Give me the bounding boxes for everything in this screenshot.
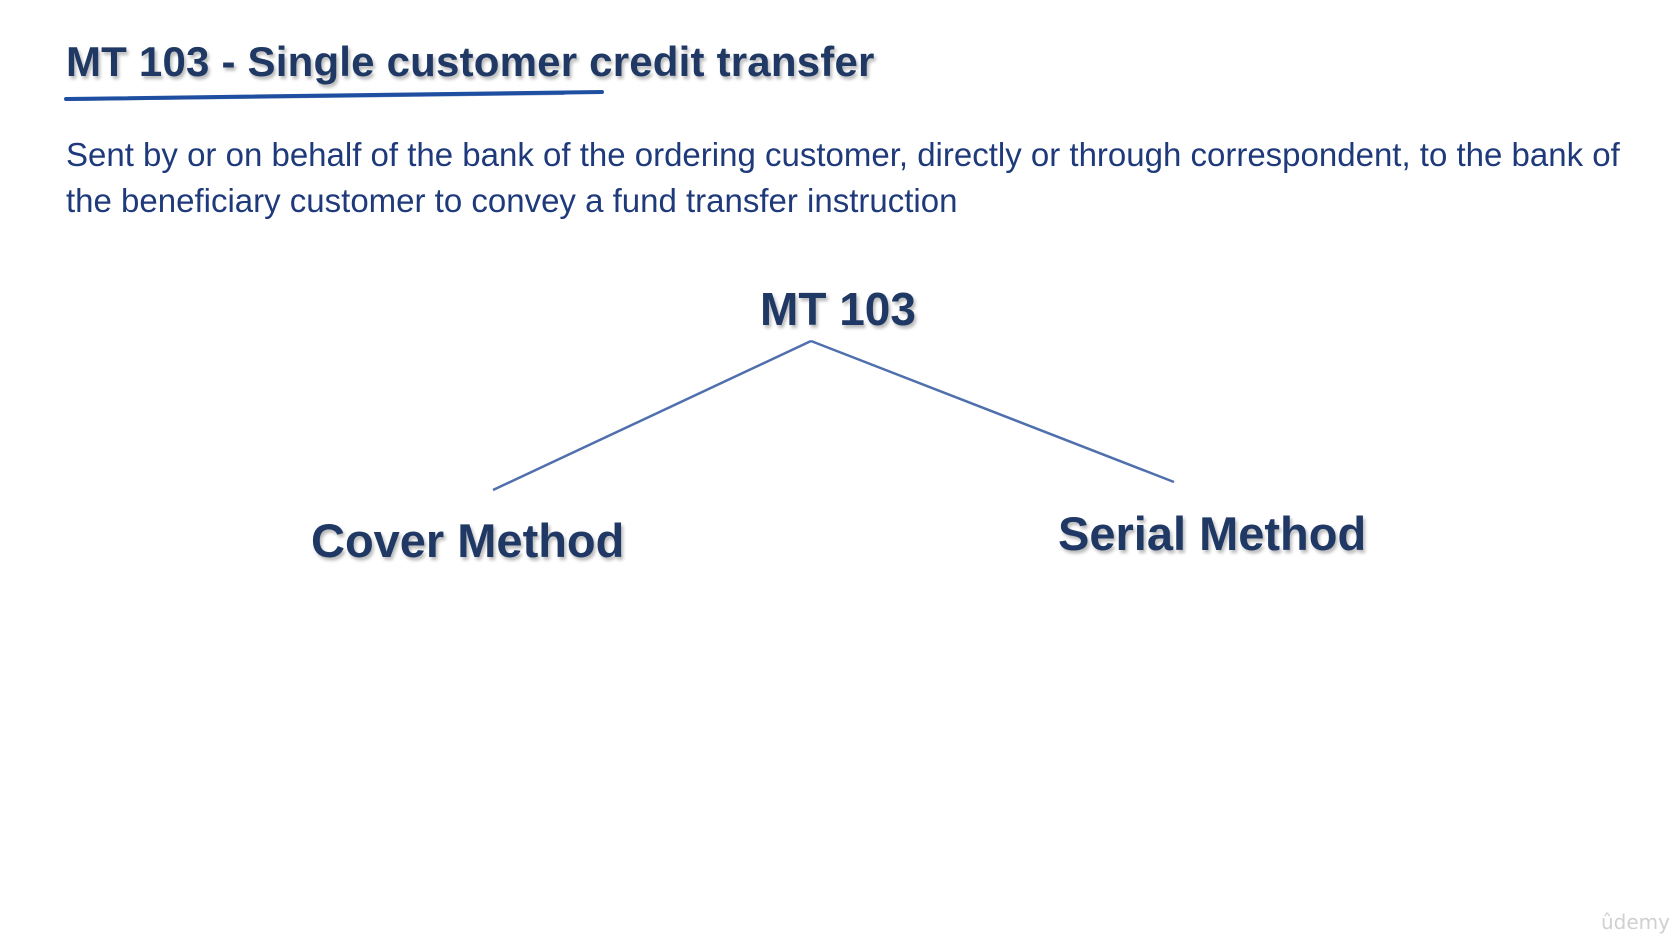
diagram-node-cover-method: Cover Method <box>311 514 625 567</box>
title-underline <box>64 90 604 101</box>
diagram-root-node: MT 103 <box>760 283 916 335</box>
slide-description: Sent by or on behalf of the bank of the … <box>66 136 1620 219</box>
connector-root-to-cover <box>492 339 812 492</box>
slide-title: MT 103 - Single customer credit transfer <box>66 38 875 85</box>
connector-root-to-serial <box>810 339 1175 484</box>
diagram-node-serial-method: Serial Method <box>1058 507 1367 560</box>
udemy-watermark-logo: ûdemy <box>1601 910 1670 934</box>
